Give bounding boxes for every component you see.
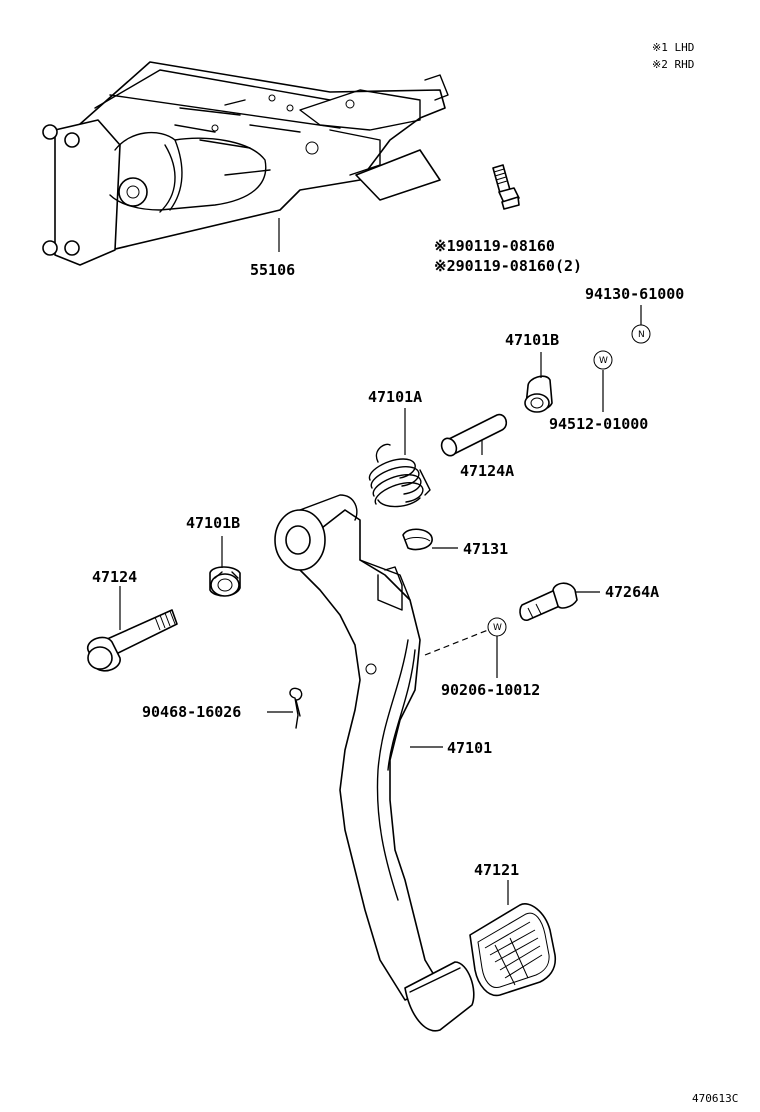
label-47101A: 47101A <box>368 388 422 406</box>
collar-47124A <box>440 413 508 457</box>
marker-w1-text: W <box>599 356 608 366</box>
label-47101B-left: 47101B <box>186 514 240 532</box>
leader-lines <box>119 218 642 905</box>
stopper-47131 <box>402 528 433 551</box>
label-47121: 47121 <box>474 861 519 879</box>
bolt-90119 <box>492 164 520 210</box>
spring-47101A <box>368 443 431 508</box>
label-47124: 47124 <box>92 568 137 586</box>
marker-n-text: N <box>638 330 645 340</box>
figure-code: 470613C <box>692 1092 738 1105</box>
clip-90468 <box>289 687 303 729</box>
bolt-47264A <box>519 582 578 621</box>
label-94130: 94130-61000 <box>585 285 684 303</box>
legend-rhd: ※2 RHD <box>652 58 694 71</box>
label-47101: 47101 <box>447 739 492 757</box>
label-90468: 90468-16026 <box>142 703 241 721</box>
label-47124A: 47124A <box>460 462 514 480</box>
bushing-47101B-top <box>524 375 553 413</box>
legend-lhd: ※1 LHD <box>652 41 694 54</box>
label-90206: 90206-10012 <box>441 681 540 699</box>
label-bolt-rhd: ※290119-08160(2) <box>434 257 582 275</box>
bracket-55106 <box>42 61 449 266</box>
bolt-47124 <box>87 609 178 672</box>
label-94512: 94512-01000 <box>549 415 648 433</box>
label-47131: 47131 <box>463 540 508 558</box>
label-55106: 55106 <box>250 261 295 279</box>
pedal-arm-47101 <box>274 494 475 1032</box>
bushing-47101B-left <box>209 566 241 597</box>
washer-marker-w1 <box>593 350 613 370</box>
label-47101B-top: 47101B <box>505 331 559 349</box>
marker-w2-text: W <box>493 623 502 633</box>
pedal-pad-47121 <box>469 903 557 997</box>
label-bolt-lhd: ※190119-08160 <box>434 237 555 255</box>
label-47264A: 47264A <box>605 583 659 601</box>
